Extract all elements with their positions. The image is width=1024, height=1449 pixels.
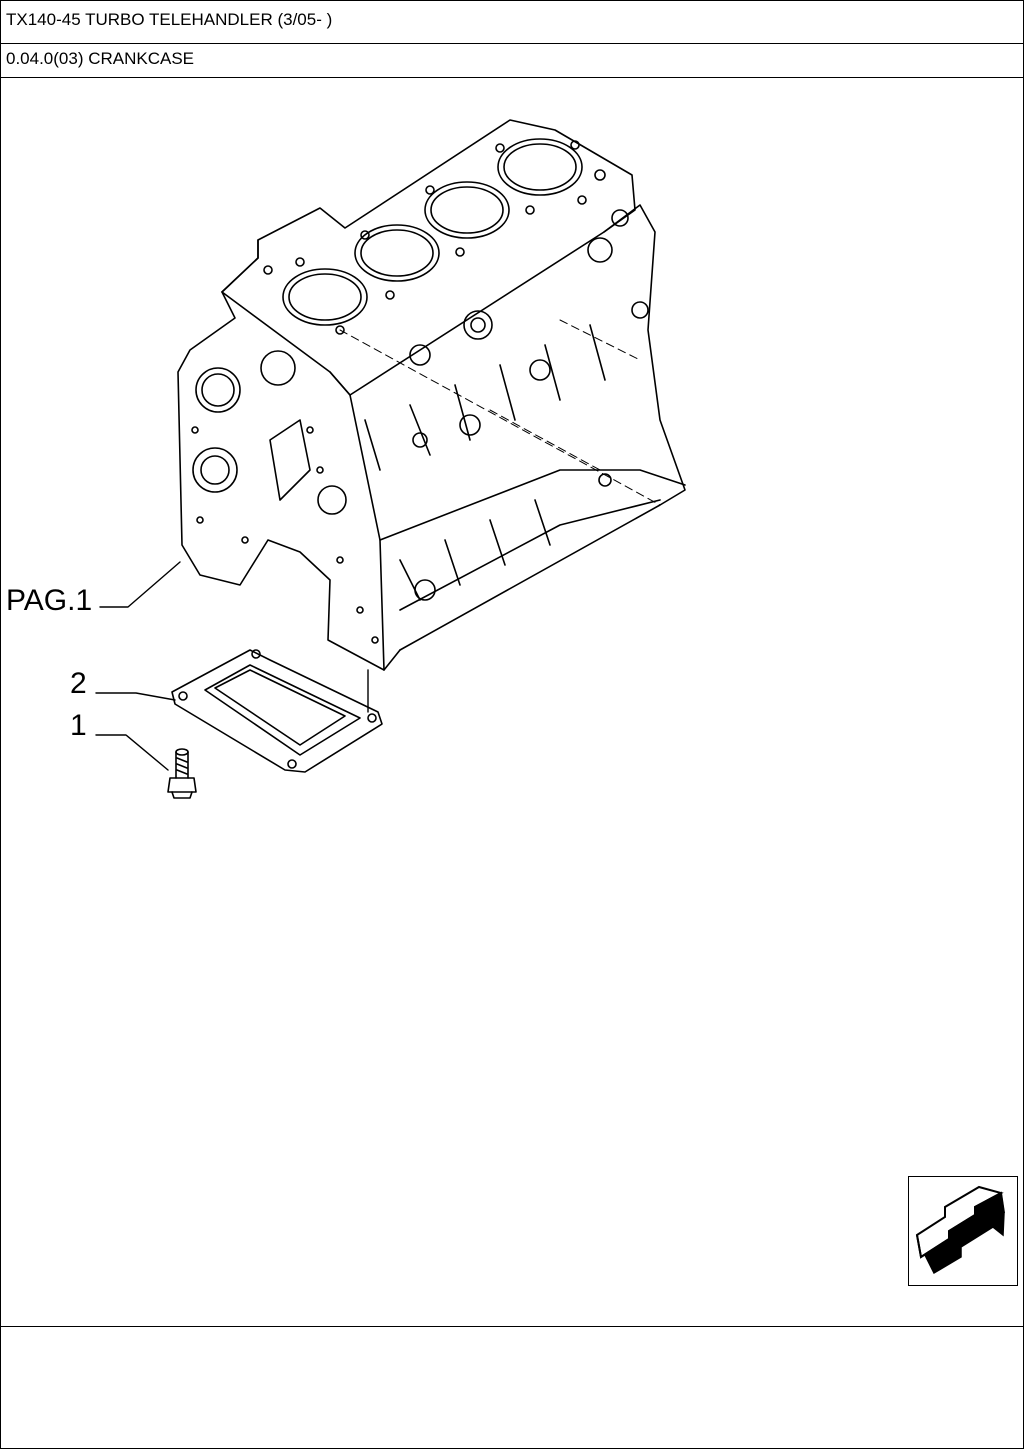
header-divider	[0, 43, 1024, 44]
leader-line-2	[95, 692, 176, 701]
header-bottom-rule	[0, 77, 1024, 78]
callout-1: 1	[70, 709, 87, 742]
crankcase-block	[177, 119, 686, 671]
model-title: TX140-45 TURBO TELEHANDLER (3/05- )	[6, 10, 333, 29]
leader-line-pag1	[99, 561, 181, 608]
callout-pag1: PAG.1	[6, 584, 92, 617]
callout-2: 2	[70, 667, 87, 700]
next-page-arrow-icon	[915, 1185, 1005, 1275]
footer-rule	[0, 1326, 1024, 1327]
next-page-button[interactable]	[908, 1176, 1018, 1286]
bolt-part-1	[167, 748, 197, 799]
section-title: 0.04.0(03) CRANKCASE	[6, 49, 195, 68]
leader-line-1	[95, 734, 169, 771]
cover-plate-part-2	[171, 649, 383, 773]
